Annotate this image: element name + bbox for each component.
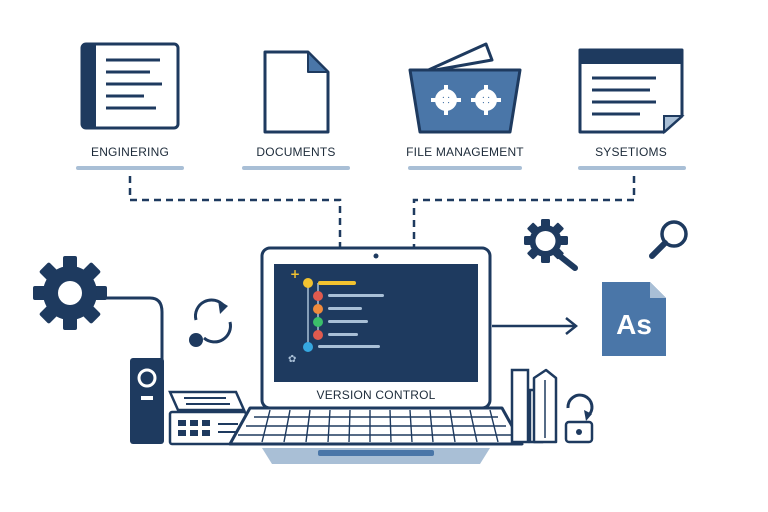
laptop: VERSION CONTROL [228,246,524,464]
document-lines-icon [80,42,180,130]
window-list-icon [578,48,685,135]
svg-text:✿: ✿ [288,354,296,365]
commit-history-icon: + ✿ [288,267,384,365]
gear-search-icon [524,219,578,271]
gear-icon [33,256,107,330]
version-control-caption: VERSION CONTROL [316,388,435,402]
svg-text:+: + [290,267,300,281]
arrow-right [492,317,579,335]
search-icon [649,220,688,259]
sync-arrowhead [218,300,228,314]
file-icon [263,50,330,134]
sync-dot [189,333,203,347]
gear-connector-line [104,296,164,360]
laptop-keyboard [238,416,514,436]
books-icon [510,368,558,444]
category-label-engineering: ENGINERING [91,145,169,159]
lock-refresh-icon [564,393,594,444]
category-label-systems: SYSETIOMS [595,145,667,159]
printer-icon [168,390,248,446]
dashed-connectors [128,176,636,250]
category-label-documents: DOCUMENTS [256,145,335,159]
as-file-icon: As [602,282,666,356]
folder-gears-icon [408,42,522,134]
server-tower-icon [130,358,164,444]
category-label-file-management: FILE MANAGEMENT [406,145,524,159]
as-file-text: As [616,309,652,340]
